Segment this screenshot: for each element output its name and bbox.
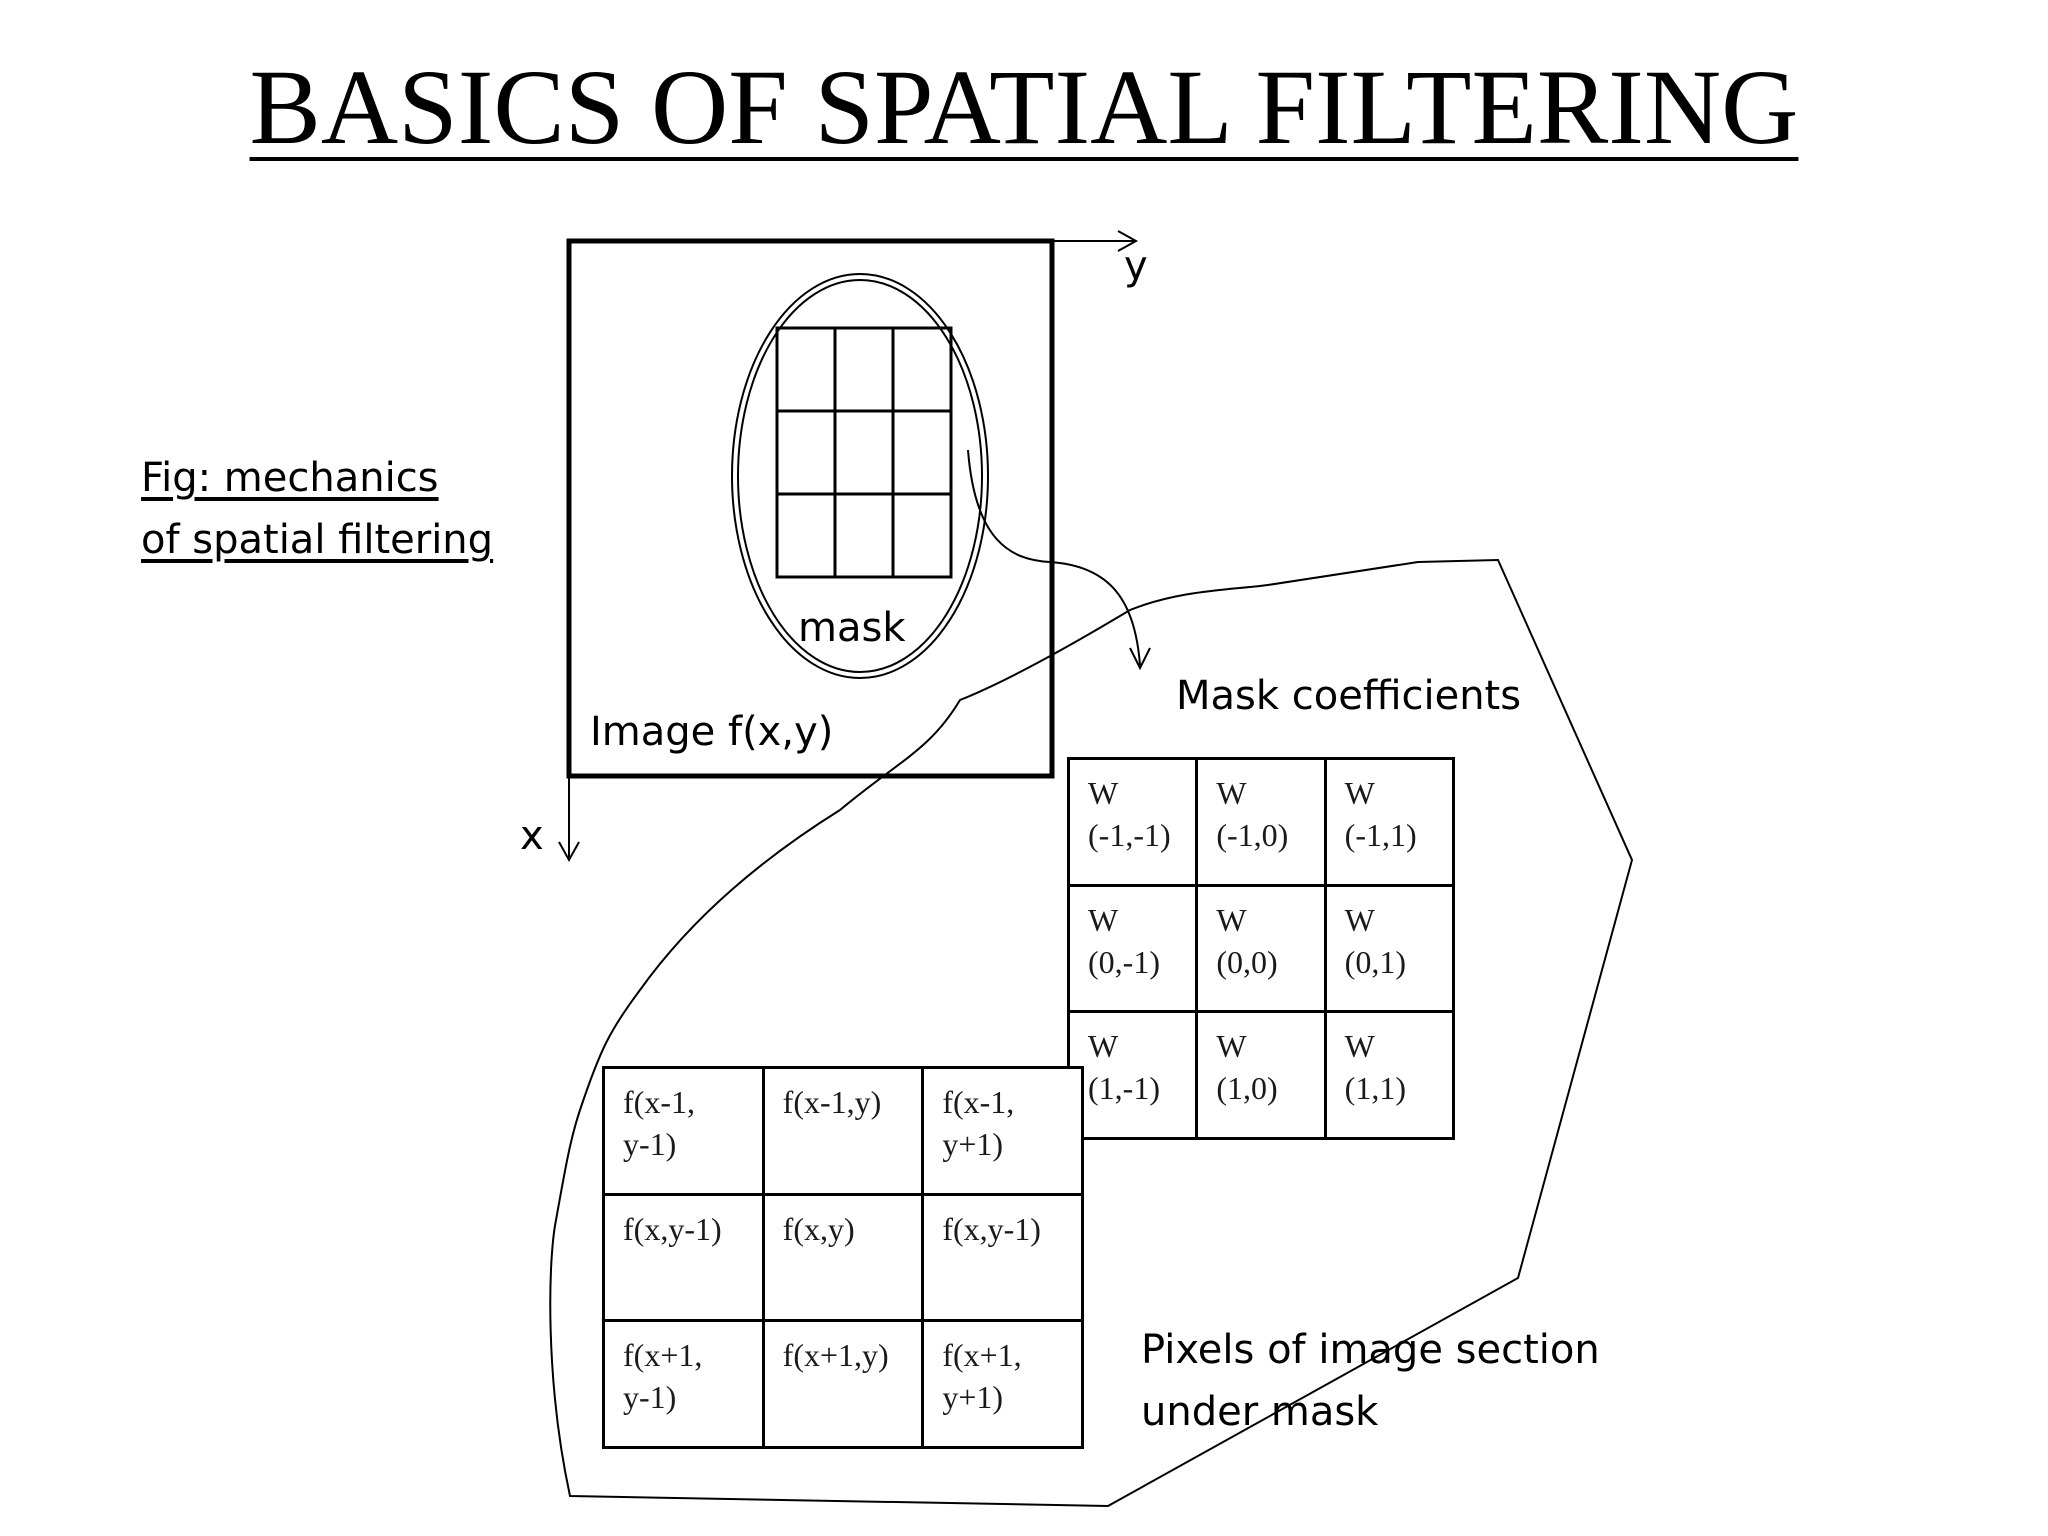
mask-cell-text: (1,-1) <box>1088 1070 1160 1107</box>
mask-cell: W (-1,1) <box>1323 757 1456 887</box>
mask-ellipse <box>731 273 989 679</box>
mask-row: W (0,-1) W (0,0) W (0,1) <box>1066 883 1456 1014</box>
x-axis-arrowhead <box>558 841 580 863</box>
pixel-cell-text: f(x+1,y) <box>782 1337 889 1374</box>
mask-cell-text: W <box>1344 901 1375 938</box>
mask-small-grid <box>775 326 953 579</box>
mask-cell: W (0,-1) <box>1066 883 1199 1014</box>
pixel-cell-text: y-1) <box>623 1126 677 1162</box>
pixel-cell-text: y-1) <box>623 1379 677 1416</box>
mask-cell-text: W <box>1344 775 1375 811</box>
image-label: Image f(x,y) <box>590 709 834 755</box>
mask-cell-text: W <box>1216 1028 1247 1065</box>
pixel-row: f(x+1, y-1) f(x+1,y) f(x+1, y+1) <box>602 1319 1084 1449</box>
mask-cell: W (1,-1) <box>1066 1010 1199 1140</box>
pixel-cell-text: f(x-1, <box>942 1084 1015 1120</box>
pixel-cell: f(x,y-1) <box>602 1192 765 1323</box>
curved-arrow <box>967 449 1141 666</box>
pixel-cell: f(x+1,y) <box>761 1319 925 1449</box>
image-frame <box>566 238 1055 779</box>
mask-cell-text: (0,0) <box>1216 943 1278 980</box>
pixel-cell-text: f(x,y) <box>782 1210 855 1247</box>
caption-line-2: of spatial filtering <box>141 517 494 563</box>
pixel-cell-text: f(x+1, <box>623 1337 703 1374</box>
mask-row: W (1,-1) W (1,0) W (1,1) <box>1066 1010 1456 1140</box>
mask-cell: W (0,1) <box>1323 883 1456 1014</box>
mask-ellipse-inner <box>737 279 983 673</box>
mask-cell: W (1,1) <box>1323 1010 1456 1140</box>
pixel-cell-text: f(x,y-1) <box>623 1210 722 1247</box>
mask-row: W (-1,-1) W (-1,0) W (-1,1) <box>1066 757 1456 887</box>
pixel-cell: f(x-1,y) <box>761 1066 925 1196</box>
pixel-cell: f(x+1, y-1) <box>602 1319 765 1449</box>
mask-cell-text: W <box>1216 901 1247 938</box>
pixels-label-line-1: Pixels of image section <box>1141 1327 1600 1373</box>
mask-coefficients-label: Mask coefficients <box>1176 673 1522 719</box>
slide-title: BASICS OF SPATIAL FILTERING <box>249 49 1799 167</box>
mask-label: mask <box>798 605 906 651</box>
pixel-cell-text: f(x+1, <box>942 1337 1022 1374</box>
pixel-cell: f(x,y) <box>761 1192 925 1323</box>
pixel-cell: f(x-1, y-1) <box>602 1066 765 1196</box>
pixel-row: f(x,y-1) f(x,y) f(x,y-1) <box>602 1192 1084 1323</box>
mask-cell-text: (1,1) <box>1344 1070 1406 1107</box>
mask-cell: W (0,0) <box>1195 883 1327 1014</box>
pixel-row: f(x-1, y-1) f(x-1,y) f(x-1, y+1) <box>602 1066 1084 1196</box>
pixel-cell-text: f(x-1,y) <box>782 1084 882 1120</box>
pixel-cell: f(x-1, y+1) <box>921 1066 1084 1196</box>
y-axis-label: y <box>1124 243 1148 289</box>
caption-line-1: Fig: mechanics <box>141 455 439 501</box>
mask-cell-text: (-1,0) <box>1216 817 1289 853</box>
mask-cell-text: (0,-1) <box>1088 943 1160 980</box>
pixel-cell-text: y+1) <box>942 1379 1004 1416</box>
x-axis-label: x <box>520 813 544 859</box>
mask-cell-text: (-1,1) <box>1344 817 1417 853</box>
mask-cell-text: (1,0) <box>1216 1070 1278 1107</box>
pixel-cell-text: f(x,y-1) <box>942 1210 1041 1247</box>
mask-cell-text: W <box>1088 901 1119 938</box>
pixels-label-line-2: under mask <box>1141 1389 1379 1435</box>
mask-cell: W (1,0) <box>1195 1010 1327 1140</box>
pixel-cell-text: f(x-1, <box>623 1084 695 1120</box>
curved-arrow-head <box>1129 647 1151 671</box>
pixel-cell: f(x,y-1) <box>921 1192 1084 1323</box>
mask-cell-text: W <box>1088 775 1119 811</box>
mask-cell: W (-1,-1) <box>1066 757 1199 887</box>
pixel-cell: f(x+1, y+1) <box>921 1319 1084 1449</box>
pixel-cell-text: y+1) <box>942 1126 1004 1162</box>
mask-cell-text: W <box>1216 775 1247 811</box>
mask-cell-text: W <box>1344 1028 1375 1065</box>
mask-coefficients-table: W (-1,-1) W (-1,0) W (-1,1) W (0,-1) W (0,0) W (0,1… <box>1066 757 1456 1140</box>
mask-cell-text: (0,1) <box>1344 943 1406 980</box>
mask-cell-text: W <box>1088 1028 1119 1065</box>
image-section-outline <box>549 558 1634 1508</box>
y-axis-arrowhead <box>1117 230 1139 252</box>
pixel-section-table: f(x-1,y-1)f(x-1,y)f(x-1,y+1)f(x,y-1)f(x,… <box>602 1066 1084 1449</box>
mask-cell: W (-1,0) <box>1195 757 1327 887</box>
mask-cell-text: (-1,-1) <box>1088 817 1171 853</box>
figure-caption: Fig: mechanics of spatial filtering <box>141 447 493 571</box>
